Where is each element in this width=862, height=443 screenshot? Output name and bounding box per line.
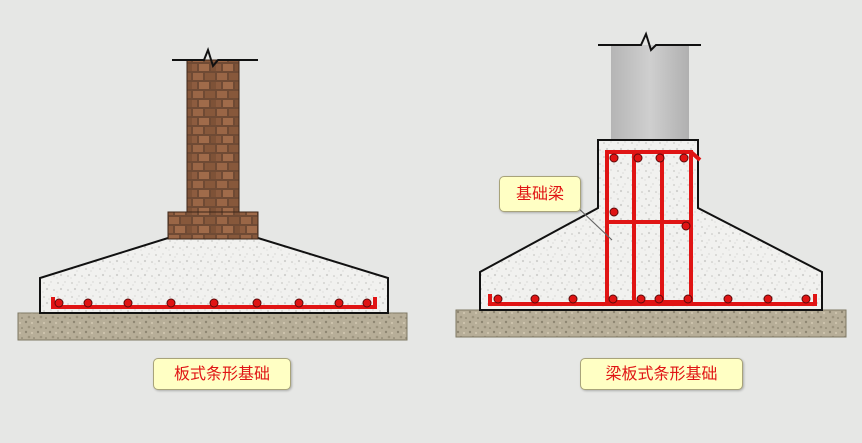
rebar-dot (334, 298, 344, 308)
rebar-dot (633, 153, 643, 163)
left-rebar-dots (54, 298, 372, 308)
concrete-column (611, 45, 689, 140)
rebar-dot (568, 294, 578, 304)
beam-hook (689, 150, 702, 162)
right-gravel-bed (455, 309, 847, 338)
rebar-dot (609, 207, 619, 217)
left-foundation-group (17, 47, 408, 341)
right-concrete-footing (479, 139, 823, 311)
rebar-dot (608, 294, 618, 304)
rebar-dot (209, 298, 219, 308)
slab-strip-foundation-caption: 板式条形基础 (153, 358, 291, 390)
rebar-dot (123, 298, 133, 308)
brick-wall-footing-step (167, 211, 259, 240)
brick-wall (186, 59, 240, 213)
rebar-dot (362, 298, 372, 308)
beam-slab-strip-foundation-caption: 梁板式条形基础 (580, 358, 743, 390)
rebar-dot (166, 298, 176, 308)
rebar-dot (681, 221, 691, 231)
rebar-dot (252, 298, 262, 308)
wall-break-line (172, 47, 258, 69)
rebar-dot (83, 298, 93, 308)
right-foundation-group (455, 31, 847, 338)
right-bottom-rebar (488, 294, 817, 306)
rebar-dot (723, 294, 733, 304)
rebar-dot (654, 294, 664, 304)
rebar-dot (54, 298, 64, 308)
rebar-dot (655, 153, 665, 163)
left-gravel-bed (17, 312, 408, 341)
rebar-dot (683, 294, 693, 304)
rebar-dot (530, 294, 540, 304)
rebar-dot (636, 294, 646, 304)
rebar-dot (801, 294, 811, 304)
beam-callout-leader (574, 204, 613, 241)
right-rebar-dots (493, 153, 811, 304)
rebar-dot (679, 153, 689, 163)
rebar-dot (609, 153, 619, 163)
rebar-dot (493, 294, 503, 304)
foundation-beam-callout: 基础梁 (499, 176, 581, 212)
column-break-line (598, 31, 701, 52)
rebar-dot (294, 298, 304, 308)
rebar-dot (763, 294, 773, 304)
